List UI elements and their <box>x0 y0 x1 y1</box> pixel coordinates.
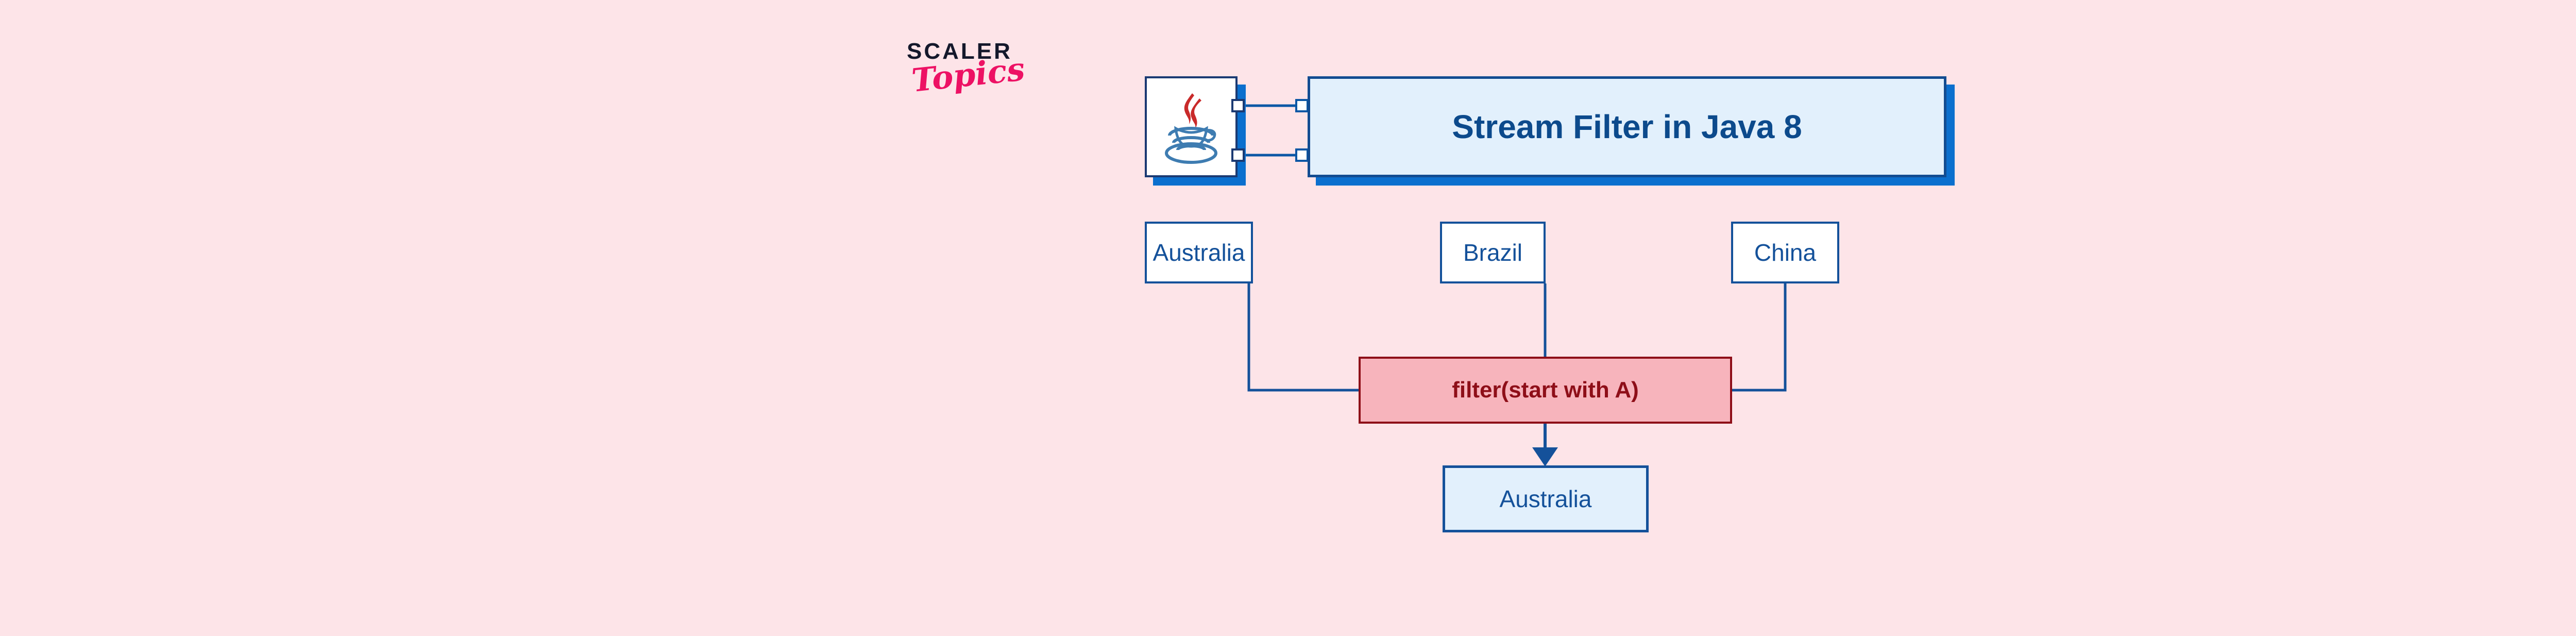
filter-operation-label: filter(start with A) <box>1452 377 1639 403</box>
connector-port-left-bottom <box>1231 148 1245 162</box>
connector-port-left-top <box>1231 99 1245 112</box>
source-node-label: Australia <box>1153 239 1245 266</box>
result-node-label: Australia <box>1499 486 1592 512</box>
connector-port-right-top <box>1295 99 1309 112</box>
source-node-label: China <box>1754 239 1817 266</box>
arrowhead-icon <box>1532 447 1558 466</box>
connector-port-right-bottom <box>1295 148 1309 162</box>
edge-australia-to-filter <box>1247 283 1359 392</box>
diagram-title-box: Stream Filter in Java 8 <box>1308 76 1946 177</box>
java-logo-icon <box>1165 93 1218 164</box>
page-title: Stream Filter in Java 8 <box>1452 108 1802 145</box>
filter-operation-node: filter(start with A) <box>1359 357 1732 424</box>
source-node-brazil: Brazil <box>1440 222 1546 283</box>
edge-china-to-filter <box>1732 283 1787 392</box>
source-node-china: China <box>1731 222 1839 283</box>
brand-name-primary: SCALER <box>907 39 1012 64</box>
result-node: Australia <box>1443 465 1649 532</box>
java-logo-box <box>1145 76 1238 177</box>
source-node-label: Brazil <box>1463 239 1523 266</box>
scaler-topics-logo: SCALER Topics <box>907 40 1046 118</box>
source-node-australia: Australia <box>1145 222 1253 283</box>
